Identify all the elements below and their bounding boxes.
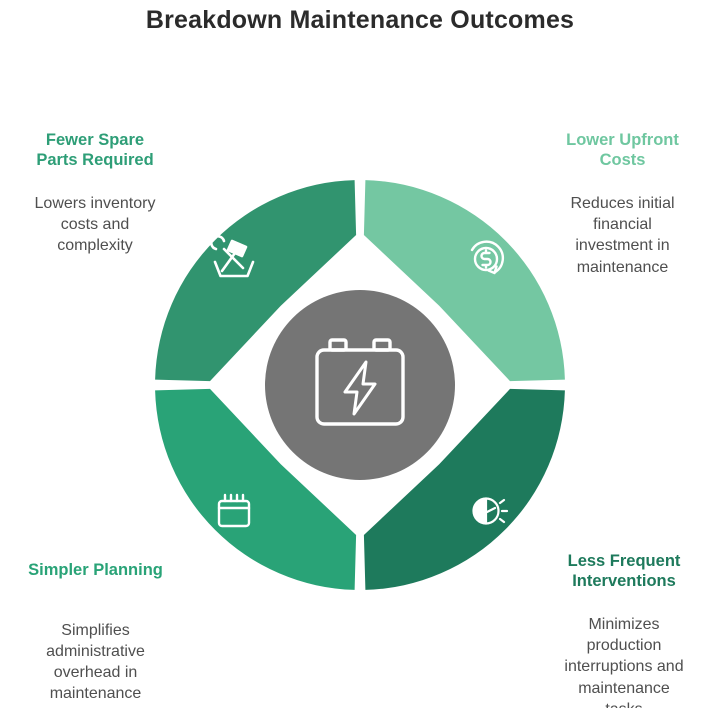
battery-terminal-left: [328, 338, 348, 352]
dollar-circle: [473, 246, 499, 272]
refresh-arc: [470, 240, 505, 274]
lightning-bolt: [343, 360, 377, 416]
battery-body: [315, 348, 405, 426]
center-circle: [265, 290, 455, 480]
section-bottom-right: Less Frequent Interventions Minimizes pr…: [538, 533, 710, 708]
hammer-head: [226, 239, 248, 258]
gauge-needle: [485, 506, 497, 514]
section-top-right: Lower Upfront Costs Reduces initial fina…: [535, 112, 710, 296]
section-bottom-left: Simpler Planning Simplifies administrati…: [8, 542, 183, 708]
quadrant-bottom-right: [363, 388, 565, 590]
gauge-half-disc: [472, 497, 488, 525]
tools-tray: [213, 260, 255, 278]
gauge-rays: [498, 498, 509, 524]
battery-charging-icon: [315, 338, 405, 426]
calendar-icon: [217, 493, 251, 528]
section-heading-lower-upfront-costs: Lower Upfront Costs: [566, 131, 679, 170]
wrench-handle: [222, 247, 245, 270]
gauge-icon: [472, 497, 509, 525]
section-body-fewer-spare-parts: Lowers inventory costs and complexity: [34, 195, 156, 255]
dollar-refresh-icon: [470, 240, 505, 275]
section-top-left: Fewer Spare Parts Required Lowers invent…: [5, 112, 185, 275]
quadrant-top-right: [363, 180, 565, 382]
wrench-head: [209, 234, 226, 251]
section-heading-less-frequent-interventions: Less Frequent Interventions: [567, 552, 681, 591]
tools-icon: [209, 234, 255, 278]
section-heading-fewer-spare-parts: Fewer Spare Parts Required: [36, 131, 154, 170]
section-body-lower-upfront-costs: Reduces initial financial investment in …: [570, 195, 675, 276]
calendar-binding: [223, 493, 245, 503]
dollar-sign: [480, 249, 492, 269]
quadrant-bottom-left: [155, 388, 357, 590]
battery-terminal-right: [372, 338, 392, 352]
section-body-less-frequent-interventions: Minimizes production interruptions and m…: [564, 616, 684, 708]
refresh-arrowhead: [487, 265, 498, 275]
section-body-simpler-planning: Simplifies administrative overhead in ma…: [46, 622, 145, 708]
section-heading-simpler-planning: Simpler Planning: [28, 561, 163, 579]
page-title: Breakdown Maintenance Outcomes: [145, 6, 575, 34]
quadrant-top-left: [155, 180, 357, 382]
calendar-body: [217, 499, 251, 528]
gauge-dial-edge: [484, 497, 500, 525]
